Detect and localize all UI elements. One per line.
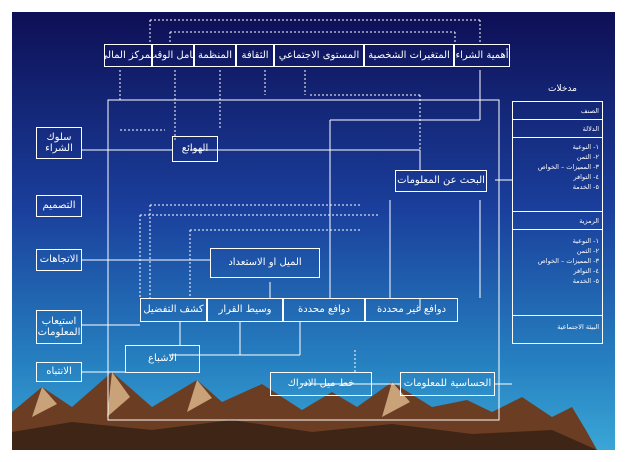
- input-significance: الدلالة: [513, 120, 602, 138]
- node-info-sensitivity: الحساسية للمعلومات: [400, 372, 495, 396]
- node-specific-motives: دوافع محددة: [283, 298, 365, 322]
- output-info-comprehension: استيعاب المعلومات: [36, 310, 82, 344]
- factor-organization: المنظمة: [194, 44, 236, 67]
- node-perception-bias: خط ميل الادراك: [270, 372, 372, 396]
- factor-culture: الثقافة: [236, 44, 274, 67]
- input-significance-list: ١- النوعية ٢- الثمن ٣- المميزات – الخواص…: [513, 138, 602, 212]
- inputs-panel: الصنف الدلالة ١- النوعية ٢- الثمن ٣- الم…: [512, 101, 603, 344]
- node-motives: الهوائع: [172, 136, 218, 162]
- input-symbolism: الرمزية: [513, 212, 602, 230]
- inputs-title: مدخلات: [548, 84, 577, 94]
- node-tendency-readiness: الميل او الاستعداد: [210, 248, 320, 278]
- node-nonspecific-motives: دوافع غير محددة: [365, 298, 458, 322]
- node-satisfaction: الاشباع: [125, 345, 200, 373]
- factor-time: عامل الوقت: [152, 44, 194, 67]
- output-purchase-behavior: سلوك الشراء: [36, 127, 82, 159]
- output-design: التصميم: [36, 195, 82, 217]
- factor-financial-status: المركز المالي: [104, 44, 152, 67]
- node-information-search: البحث عن المعلومات: [395, 170, 487, 192]
- input-product: الصنف: [513, 102, 602, 120]
- factor-social-level: المستوى الاجتماعي: [274, 44, 364, 67]
- input-social-environment: البيئة الاجتماعية: [513, 316, 602, 343]
- input-symbolism-list: ١- النوعية ٢- الثمن ٣- المميزات – الخواص…: [513, 230, 602, 316]
- factor-purchase-importance: أهمية الشراء: [454, 44, 510, 67]
- factor-personal-variables: المتغيرات الشخصية: [364, 44, 454, 67]
- node-preference-detector: كشف التفضيل: [140, 298, 207, 322]
- node-decision-mediator: وسيط القرار: [207, 298, 283, 322]
- output-attention: الانتباه: [36, 362, 82, 382]
- output-attitudes: الاتجاهات: [36, 249, 82, 271]
